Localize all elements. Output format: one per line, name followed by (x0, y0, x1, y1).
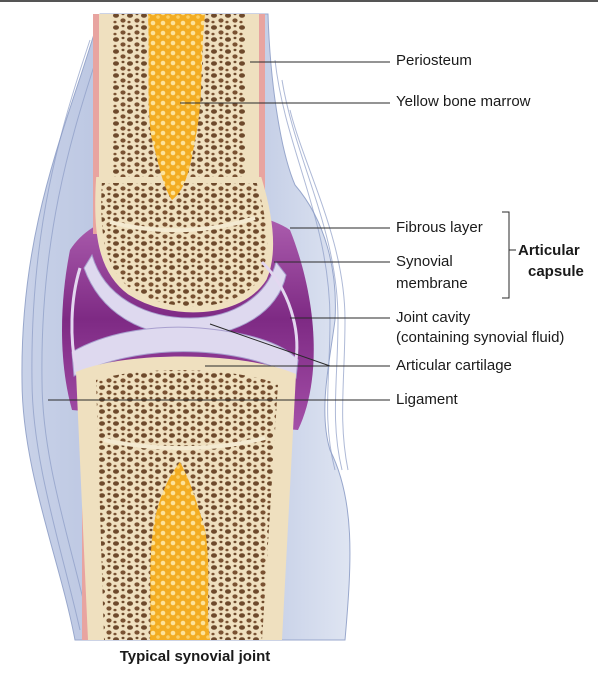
upper-epiphysis (95, 177, 274, 313)
label-fibrous-layer: Fibrous layer (396, 219, 483, 236)
articular-capsule-bracket (502, 211, 516, 299)
label-joint-cavity-line1: Joint cavity (396, 309, 471, 326)
label-ligament: Ligament (396, 391, 458, 408)
top-rule (0, 0, 598, 2)
label-yellow-bone-marrow: Yellow bone marrow (396, 93, 531, 110)
label-articular-cartilage: Articular cartilage (396, 357, 512, 374)
label-joint-cavity-line2: (containing synovial fluid) (396, 329, 565, 346)
articular-cartilage-lower (71, 326, 299, 379)
label-synovial-membrane-line2: membrane (396, 275, 468, 292)
label-periosteum: Periosteum (396, 52, 472, 69)
yellow-bone-marrow-upper (148, 14, 205, 200)
fibrous-layer-fibres (31, 39, 349, 631)
label-articular-capsule-line1: Articular (518, 242, 580, 259)
label-articular-capsule-line2: capsule (528, 263, 584, 280)
figure-caption: Typical synovial joint (119, 648, 271, 665)
synovial-membrane (260, 260, 299, 361)
label-synovial-membrane-line1: Synovial (396, 253, 453, 270)
yellow-bone-marrow-lower (150, 462, 210, 640)
leader-lines (48, 61, 390, 401)
articular-cartilage-upper (83, 253, 287, 337)
